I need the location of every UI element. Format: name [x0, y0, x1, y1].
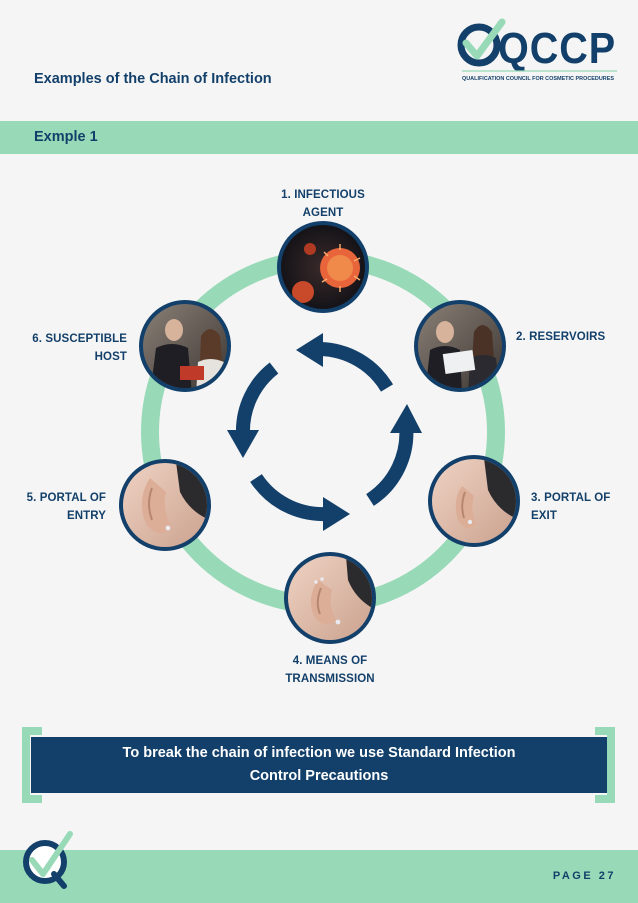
virus-photo-icon	[281, 225, 365, 309]
section-label: Exmple 1	[34, 129, 98, 145]
page-title: Examples of the Chain of Infection	[34, 71, 272, 87]
ear-photo-icon	[123, 463, 207, 547]
stage-photo-entry	[119, 459, 211, 551]
stage-label-host: 6. SUSCEPTIBLE HOST	[32, 333, 127, 363]
precautions-banner: To break the chain of infection we use S…	[31, 737, 607, 793]
logo-wordmark: QCCP	[498, 24, 616, 73]
arrowhead-left-icon	[227, 430, 259, 458]
arrowhead-bottom-icon	[323, 497, 350, 531]
arrowhead-top-icon	[296, 333, 323, 367]
stage-photo-agent	[277, 221, 369, 313]
checkmark-q-logo-icon	[457, 18, 506, 67]
chain-of-infection-diagram	[119, 221, 520, 644]
cycle-arrows	[235, 342, 414, 522]
arrowhead-right-icon	[390, 404, 422, 433]
ear-photo-icon	[288, 556, 372, 640]
footer-checkmark-q-logo-icon	[23, 831, 73, 889]
stage-photo-exit	[428, 455, 520, 547]
stage-photo-transmission	[284, 552, 376, 644]
banner-line-2: Control Precautions	[249, 768, 389, 784]
stage-label-exit: 3. PORTAL OF EXIT	[531, 492, 611, 522]
banner-frame-right	[595, 727, 615, 803]
arrow-right-icon	[365, 424, 414, 506]
banner-line-1: To break the chain of infection we use S…	[122, 745, 516, 761]
banner-frame-left	[22, 727, 42, 803]
arrow-left-icon	[235, 362, 279, 435]
stage-photo-reservoirs	[414, 300, 506, 392]
stage-label-agent: 1. INFECTIOUS AGENT	[281, 189, 365, 219]
section-band: Exmple 1	[0, 121, 638, 154]
stage-label-entry: 5. PORTAL OF ENTRY	[26, 492, 106, 522]
people-photo-icon	[143, 304, 227, 388]
arrow-top-icon	[319, 342, 394, 392]
qccp-logo: QCCP QUALIFICATION COUNCIL FOR COSMETIC …	[452, 18, 622, 84]
logo-tagline: QUALIFICATION COUNCIL FOR COSMETIC PROCE…	[462, 76, 614, 82]
footer-band	[0, 850, 638, 903]
stage-label-reservoirs: 2. RESERVOIRS	[516, 331, 606, 343]
page-number: PAGE 27	[552, 870, 616, 882]
stage-photo-host	[139, 300, 231, 392]
arrow-bottom-icon	[250, 473, 327, 522]
stage-label-transmission: 4. MEANS OF TRANSMISSION	[285, 655, 375, 685]
